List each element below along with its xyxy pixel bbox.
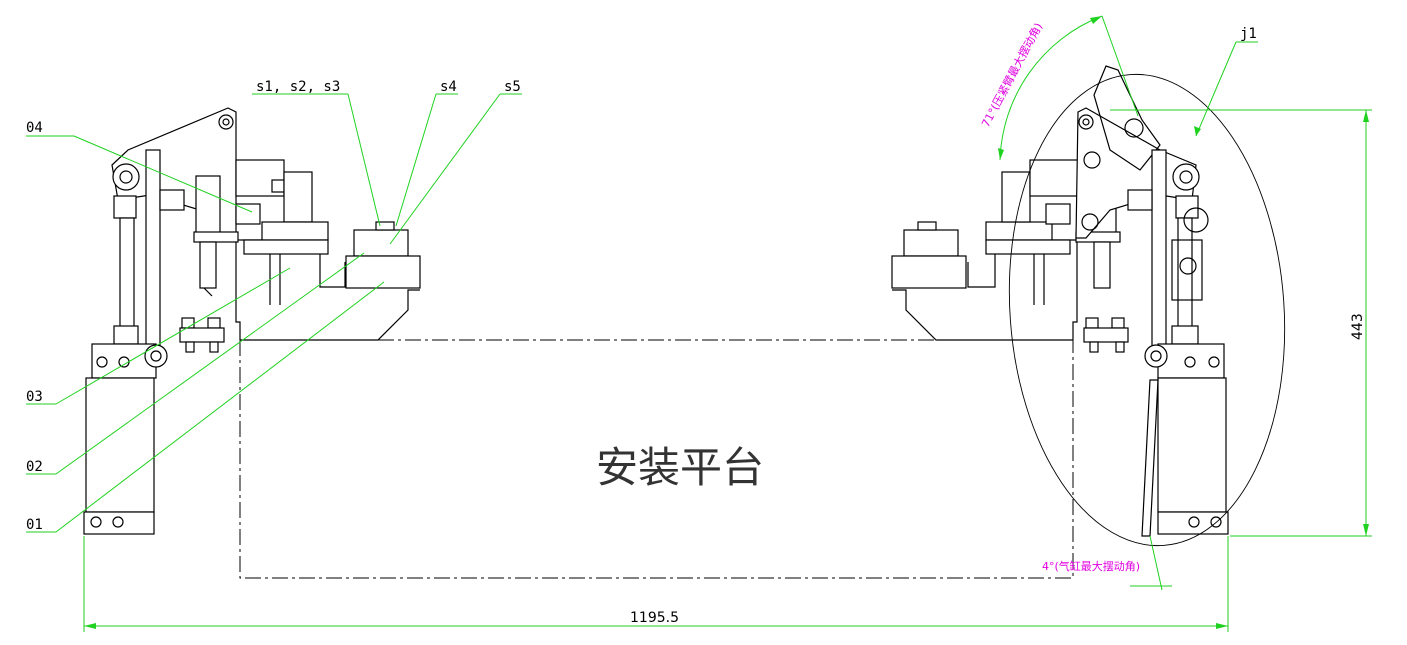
leader-lines (26, 41, 1258, 533)
dimension-height: 443 (1350, 313, 1366, 340)
dimension-lines (83, 15, 1372, 632)
label-02: 02 (26, 459, 43, 475)
cylinder-angle-annotation: 4°(气缸最大摆动角) (1042, 559, 1140, 573)
left-clamp-assembly (83, 107, 421, 535)
swing-envelope (1008, 73, 1286, 547)
arm-angle-annotation: 71°(压紧臂最大摆动角) (978, 20, 1045, 129)
label-04: 04 (26, 120, 43, 136)
label-03: 03 (26, 389, 43, 405)
label-s5: s5 (504, 79, 521, 95)
label-s1-s2-s3: s1, s2, s3 (256, 79, 340, 95)
label-j1: j1 (1240, 26, 1257, 42)
label-01: 01 (26, 517, 43, 533)
dimension-width: 1195.5 (630, 610, 679, 626)
right-clamp-assembly (891, 65, 1286, 547)
platform-label: 安装平台 (596, 443, 764, 492)
mounting-platform: 安装平台 (239, 339, 1074, 579)
label-s4: s4 (440, 79, 457, 95)
